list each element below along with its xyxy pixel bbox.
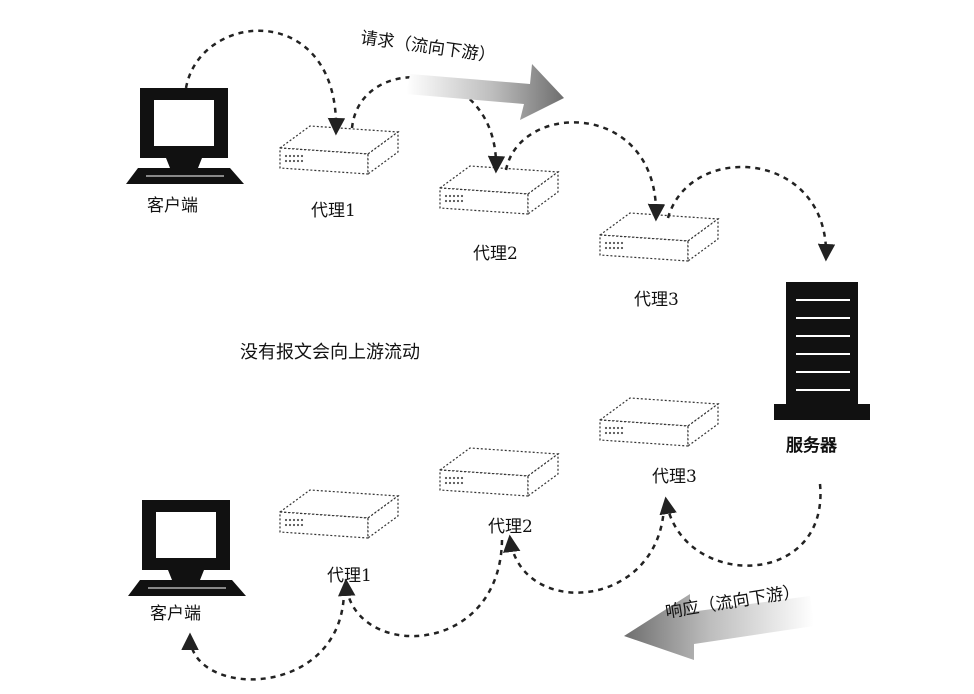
proxy1-box-bottom <box>279 489 399 539</box>
client-computer-icon-top <box>125 87 245 185</box>
proxy2-label-top: 代理2 <box>473 244 518 264</box>
response-direction-arrow <box>624 594 814 660</box>
proxy1-label-top: 代理1 <box>311 201 356 221</box>
proxy2-box-top <box>439 165 559 215</box>
proxy2-box-bottom <box>439 447 559 497</box>
request-arc-proxy2-to-proxy3 <box>504 121 666 222</box>
proxy3-box-bottom <box>599 397 719 447</box>
proxy3-label-bottom: 代理3 <box>652 467 697 487</box>
request-arc-proxy3-to-server <box>666 165 836 262</box>
request-direction-arrow <box>406 64 564 120</box>
center-note: 没有报文会向上游流动 <box>240 342 420 363</box>
server-label: 服务器 <box>786 436 837 456</box>
client-computer-icon-bottom <box>127 499 247 597</box>
proxy1-label-bottom: 代理1 <box>327 566 372 586</box>
client-label-bottom: 客户端 <box>150 604 201 624</box>
server-icon <box>774 282 870 420</box>
proxy1-box-top <box>279 125 399 175</box>
response-arc-proxy1-to-client <box>181 589 346 681</box>
proxy2-label-bottom: 代理2 <box>488 517 533 537</box>
proxy3-box-top <box>599 212 719 262</box>
response-arc-server-to-proxy3 <box>659 483 822 567</box>
client-label-top: 客户端 <box>147 196 198 216</box>
response-arc-proxy3-to-proxy2 <box>503 505 666 594</box>
proxy3-label-top: 代理3 <box>634 290 679 310</box>
response-arc-proxy2-to-proxy1 <box>338 539 504 638</box>
